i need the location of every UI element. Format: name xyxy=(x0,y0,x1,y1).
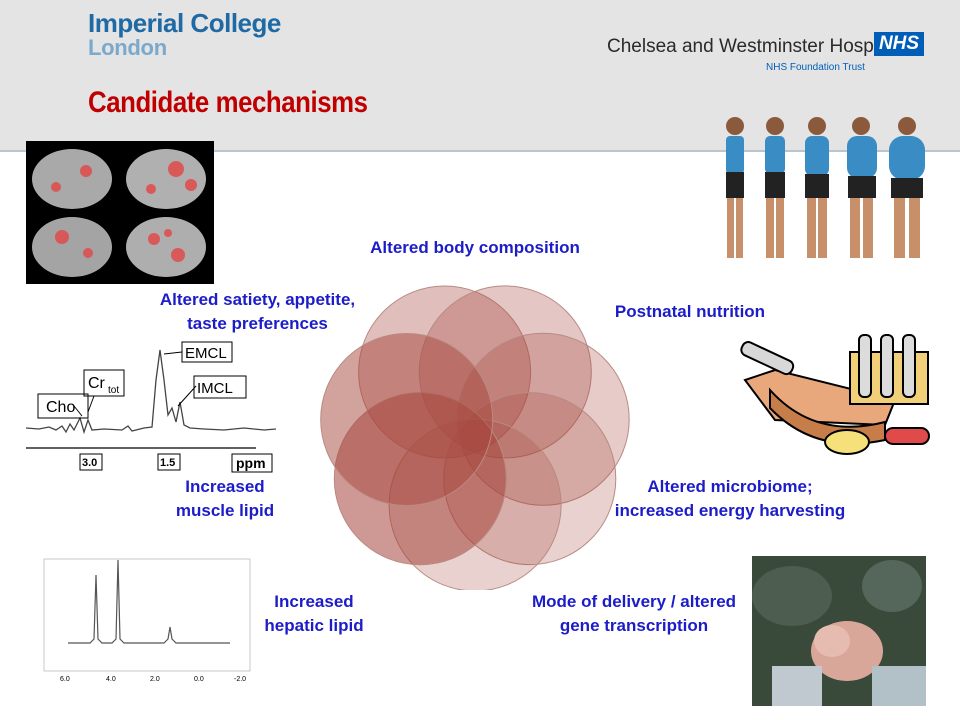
label-hepatic-lipid: Increased hepatic lipid xyxy=(244,590,384,638)
satiety-line2: taste preferences xyxy=(187,314,328,333)
birth-delivery-photo xyxy=(752,556,926,706)
label-microbiome: Altered microbiome; increased energy har… xyxy=(580,475,880,523)
hospital-name: Chelsea and Westminster Hospital xyxy=(607,36,899,57)
pill-tablet xyxy=(824,429,870,455)
pestle xyxy=(740,341,795,376)
mechanism-circles-diagram xyxy=(320,285,630,590)
delivery-line1: Mode of delivery / altered xyxy=(531,592,737,611)
muscle-spectrum-figure: Cho Cr tot EMCL IMCL 3.0 1.5 ppm xyxy=(25,341,277,473)
tick-boxes xyxy=(79,453,273,473)
tick-label-1-5: 1.5 xyxy=(160,457,175,469)
child-figure xyxy=(765,117,785,258)
tick-label-3: 3.0 xyxy=(82,457,97,469)
trust-name: NHS Foundation Trust xyxy=(766,62,865,73)
peak-label-cho: Cho xyxy=(46,399,75,416)
liver-spectrum-figure: 6.0 4.0 2.0 0.0 -2.0 xyxy=(43,558,251,683)
child-figure xyxy=(805,117,829,258)
nhs-logo: NHS xyxy=(874,32,924,56)
imperial-logo-line2: London xyxy=(88,35,167,60)
muscle-line1: Increased xyxy=(185,477,265,496)
delivery-line2: gene transcription xyxy=(559,616,709,635)
slide-title: Candidate mechanisms xyxy=(88,86,368,119)
liver-spectrum-trace xyxy=(68,559,230,644)
child-figure xyxy=(847,117,877,258)
delivery-photo-graphic xyxy=(752,556,926,706)
brain-scan-image xyxy=(26,141,214,284)
child-figure xyxy=(889,117,925,258)
liver-tick-6: 6.0 xyxy=(60,676,70,683)
imperial-logo-line1: Imperial College xyxy=(88,8,281,38)
peak-label-emcl: EMCL xyxy=(185,345,227,362)
child-figure xyxy=(726,117,744,258)
label-muscle-lipid: Increased muscle lipid xyxy=(150,475,300,523)
peak-label-cr-subscript: tot xyxy=(108,385,119,396)
liver-tick-0: 0.0 xyxy=(194,676,204,683)
muscle-line2: muscle lipid xyxy=(175,501,275,520)
liver-tick-2: 2.0 xyxy=(150,676,160,683)
circle-group xyxy=(320,285,630,590)
children-growth-image xyxy=(713,112,931,267)
peak-callouts xyxy=(37,341,247,419)
hepatic-line1: Increased xyxy=(274,592,354,611)
label-satiety: Altered satiety, appetite, taste prefere… xyxy=(130,288,385,336)
mechanism-circle xyxy=(320,333,494,506)
liver-tick-neg2: -2.0 xyxy=(234,676,246,683)
brain-scan-graphic xyxy=(32,149,206,277)
children-figures-graphic xyxy=(726,117,925,258)
lab-equipment-clipart xyxy=(740,334,930,455)
muscle-spectrum-trace xyxy=(25,349,277,435)
microbiome-line1: Altered microbiome; xyxy=(647,477,813,496)
liver-tick-4: 4.0 xyxy=(106,676,116,683)
label-body-composition: Altered body composition xyxy=(300,236,650,260)
hepatic-line2: hepatic lipid xyxy=(264,616,364,635)
header-band xyxy=(0,0,960,152)
peak-label-imcl: IMCL xyxy=(197,380,233,397)
pill-capsule xyxy=(884,427,930,445)
body-composition-text: Altered body composition xyxy=(370,238,580,257)
axis-unit-label: ppm xyxy=(236,455,266,471)
peak-label-cr: Cr xyxy=(88,375,106,392)
microbiome-line2: increased energy harvesting xyxy=(614,501,846,520)
label-postnatal-nutrition: Postnatal nutrition xyxy=(580,300,800,324)
postnatal-nutrition-text: Postnatal nutrition xyxy=(614,302,766,321)
satiety-line1: Altered satiety, appetite, xyxy=(159,290,356,309)
label-mode-of-delivery: Mode of delivery / altered gene transcri… xyxy=(505,590,763,638)
